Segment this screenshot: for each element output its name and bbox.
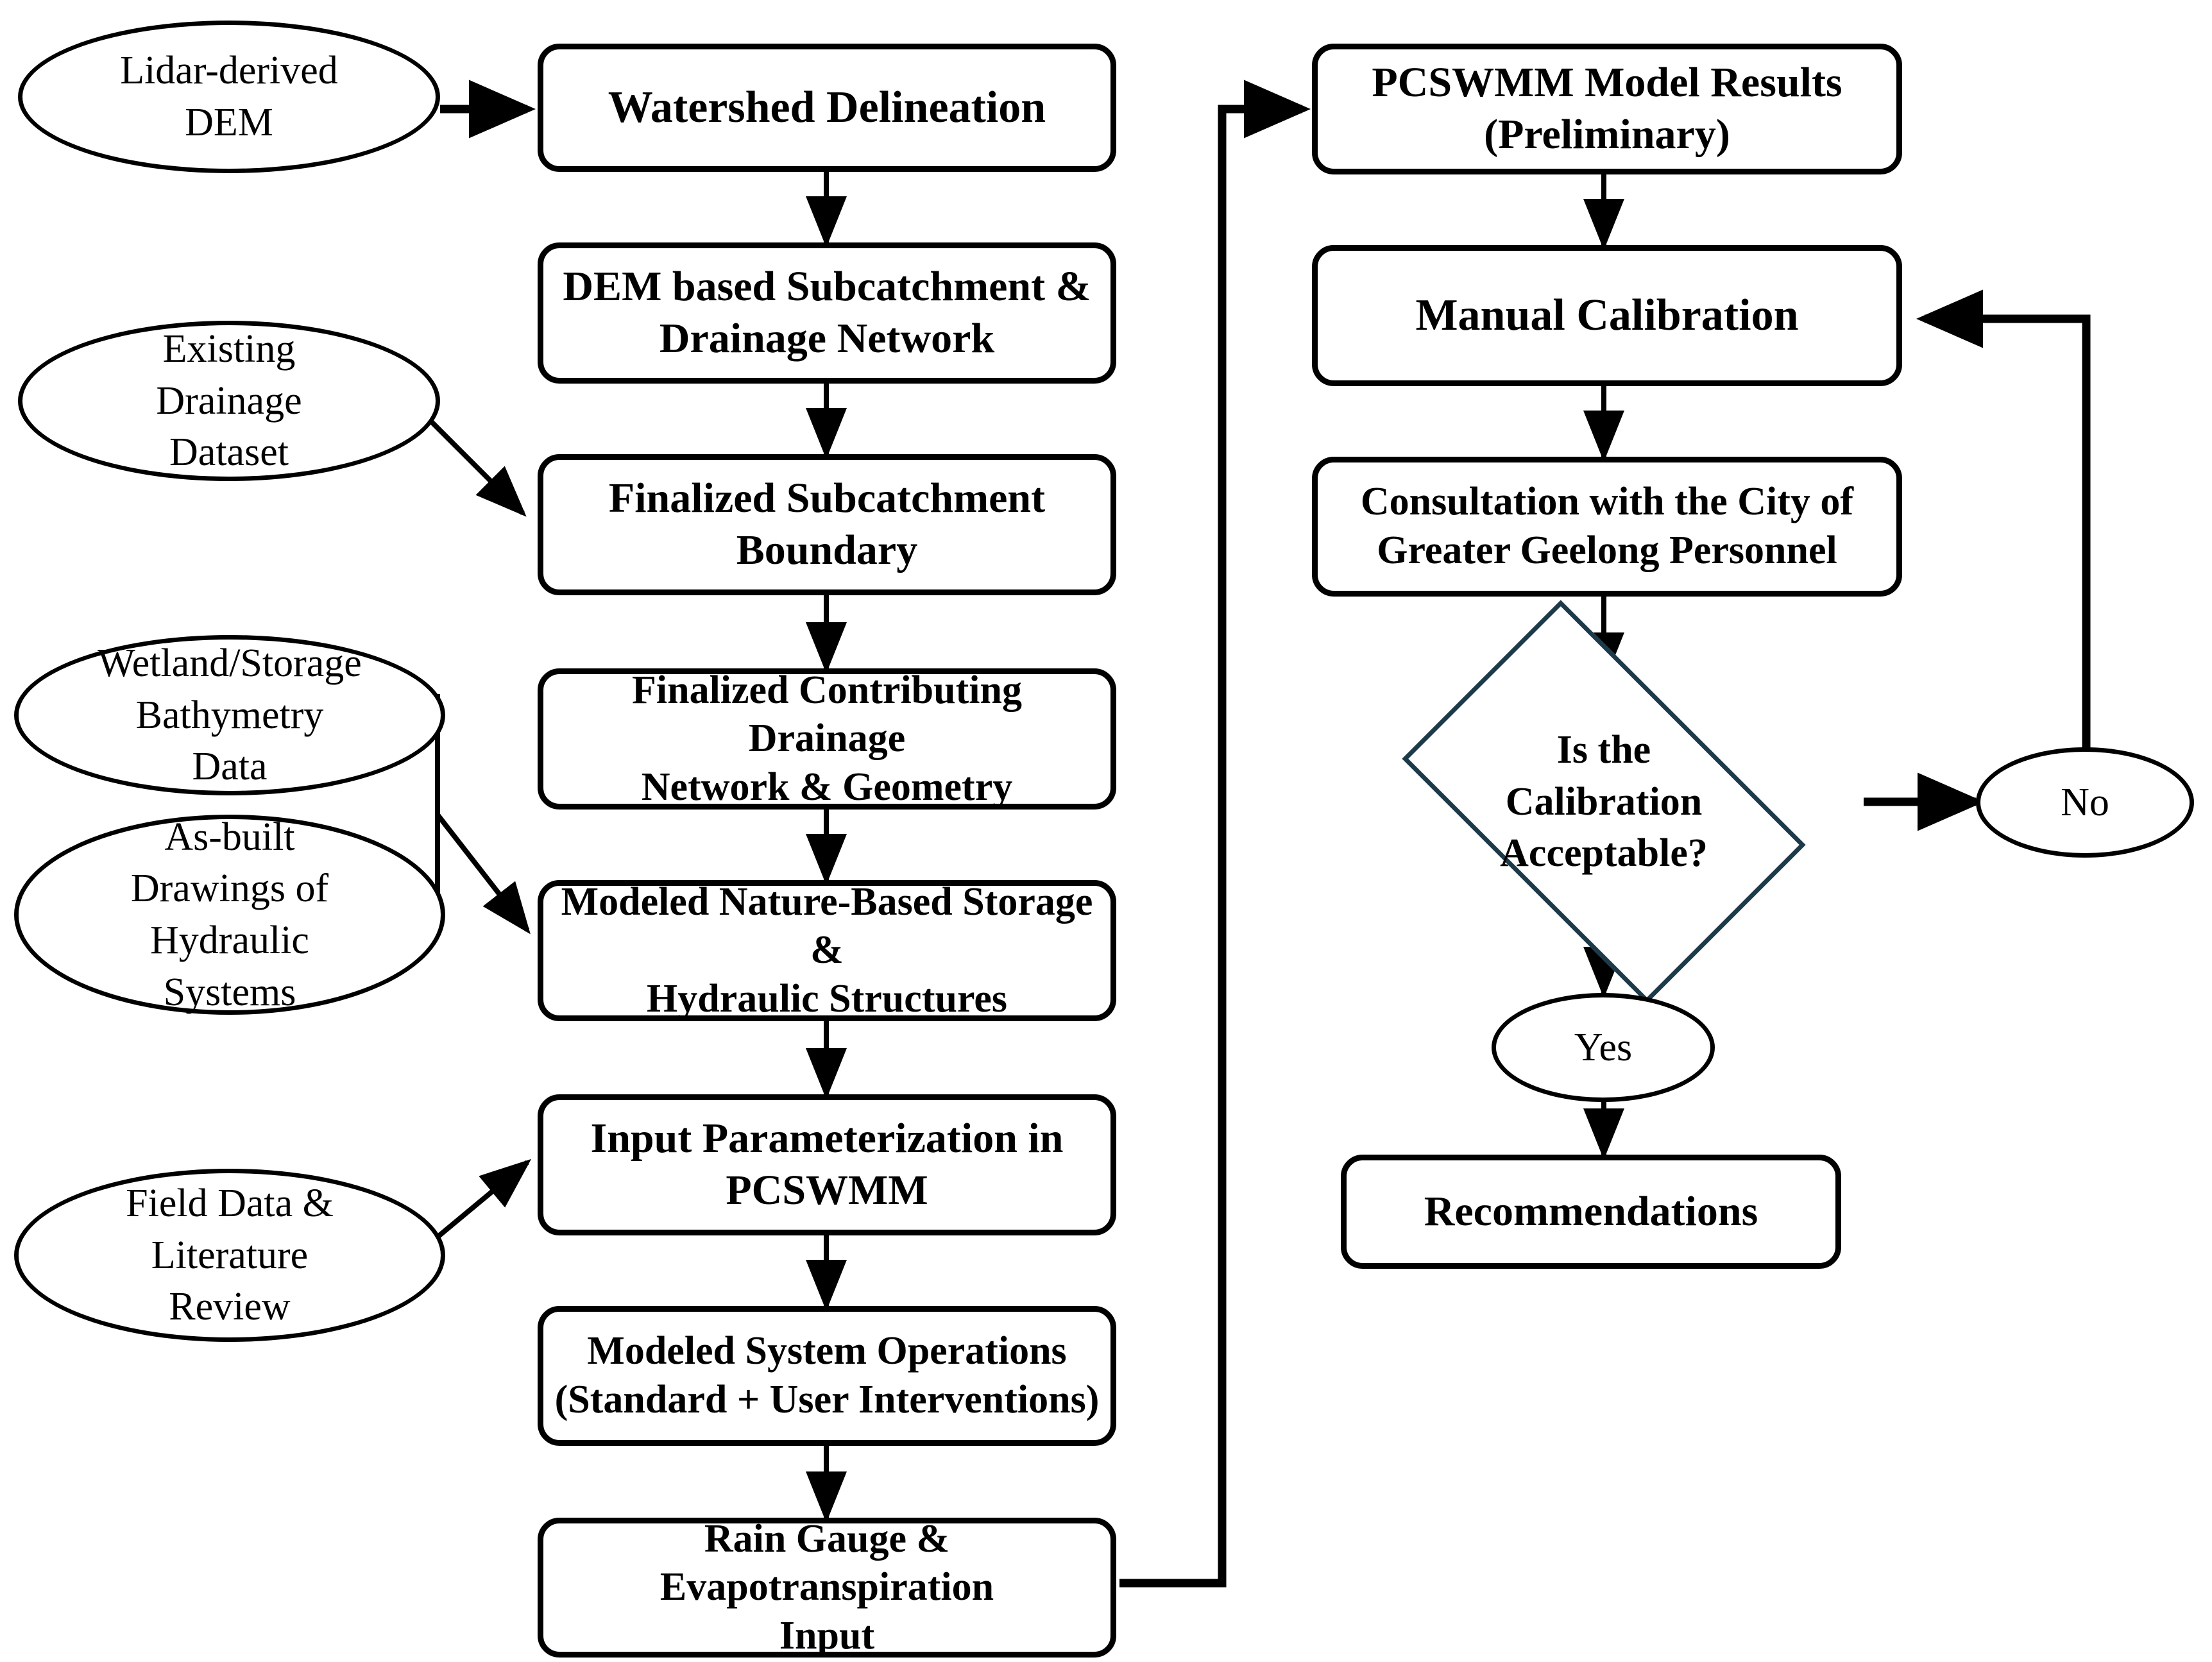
diamond-label: Is the Calibration Acceptable? (1431, 690, 1777, 914)
process-box-dem-subcatchment[interactable]: DEM based Subcatchment & Drainage Networ… (538, 242, 1116, 384)
box-line-2: Boundary (736, 527, 918, 573)
box-line-1: Modeled Nature-Based Storage & (561, 879, 1093, 972)
input-ellipse-lidar-dem[interactable]: Lidar-derived DEM (18, 21, 440, 173)
input-ellipse-bathymetry[interactable]: Wetland/Storage Bathymetry Data (14, 635, 445, 795)
decision-line-3: Acceptable? (1500, 831, 1708, 876)
input-line-3: Dataset (169, 430, 289, 475)
process-box-rain-gauge-et[interactable]: Rain Gauge & Evapotranspiration Input (538, 1516, 1116, 1658)
edge-raingauge-to-pcswmm (1119, 80, 1311, 1588)
box-line-1: Input Parameterization in (590, 1115, 1064, 1162)
input-line-2: Literature (151, 1233, 309, 1277)
decision-line-1: Is the (1556, 728, 1651, 772)
input-line-1: Field Data & (126, 1182, 334, 1226)
branch-label: Yes (1574, 1025, 1633, 1069)
process-box-modeled-storage[interactable]: Modeled Nature-Based Storage & Hydraulic… (538, 880, 1116, 1021)
input-line-2: Drainage (156, 378, 302, 423)
box-line-1: Manual Calibration (1415, 291, 1799, 341)
input-line-3: Data (192, 745, 268, 789)
box-line-1: PCSWMM Model Results (1372, 59, 1842, 106)
branch-label: No (2061, 780, 2109, 824)
process-box-modeled-operations[interactable]: Modeled System Operations (Standard + Us… (538, 1306, 1116, 1446)
input-line-3: Review (169, 1285, 291, 1329)
branch-ellipse-yes[interactable]: Yes (1492, 993, 1715, 1102)
input-line-2: Drawings of (130, 867, 329, 911)
box-line-2: (Standard + User Interventions) (554, 1378, 1100, 1421)
input-line-2: Bathymetry (135, 693, 324, 737)
input-ellipse-field-data[interactable]: Field Data & Literature Review (14, 1169, 445, 1342)
box-line-2: Greater Geelong Personnel (1377, 529, 1837, 572)
box-line-1: Consultation with the City of (1360, 480, 1854, 524)
input-line-1: Wetland/Storage (98, 641, 362, 686)
box-line-2: Hydraulic Structures (647, 976, 1007, 1021)
decision-line-2: Calibration (1505, 779, 1703, 824)
input-line-1: Existing (162, 327, 296, 371)
box-line-2: Drainage Network (659, 315, 995, 362)
box-line-1: DEM based Subcatchment & (563, 263, 1091, 310)
input-line-4: Systems (163, 970, 296, 1014)
decision-diamond-calibration-acceptable[interactable]: Is the Calibration Acceptable? (1402, 600, 1806, 1004)
process-box-input-parameterization[interactable]: Input Parameterization in PCSWMM (538, 1094, 1116, 1235)
input-ellipse-as-built-drawings[interactable]: As-built Drawings of Hydraulic Systems (14, 815, 445, 1015)
edge-datastores-to-storage (435, 813, 531, 935)
box-line-2: (Preliminary) (1484, 111, 1730, 158)
input-ellipse-existing-drainage[interactable]: Existing Drainage Dataset (18, 321, 440, 481)
process-box-manual-calibration[interactable]: Manual Calibration (1312, 245, 1902, 386)
input-line-2: DEM (185, 101, 273, 144)
branch-ellipse-no[interactable]: No (1976, 747, 2194, 858)
process-box-finalized-network[interactable]: Finalized Contributing Drainage Network … (538, 668, 1116, 810)
box-line-1: Finalized Contributing Drainage (631, 668, 1022, 761)
edge-no-to-calibration (1916, 289, 2091, 767)
box-line-1: Watershed Delineation (608, 83, 1046, 133)
box-line-2: Network & Geometry (641, 765, 1013, 809)
input-line-1: As-built (164, 815, 295, 859)
box-line-1: Modeled System Operations (587, 1329, 1067, 1373)
box-line-2: Input (779, 1613, 875, 1658)
input-line-3: Hydraulic (150, 919, 309, 962)
box-line-1: Rain Gauge & Evapotranspiration (659, 1516, 994, 1609)
input-line-1: Lidar-derived (120, 49, 338, 93)
process-box-pcswmm-results[interactable]: PCSWMM Model Results (Preliminary) (1312, 44, 1902, 174)
box-line-1: Recommendations (1424, 1187, 1758, 1235)
box-line-1: Finalized Subcatchment (608, 475, 1046, 522)
process-box-finalized-subcatchment[interactable]: Finalized Subcatchment Boundary (538, 454, 1116, 595)
process-box-recommendations[interactable]: Recommendations (1341, 1155, 1841, 1269)
process-box-consultation[interactable]: Consultation with the City of Greater Ge… (1312, 457, 1902, 597)
box-line-2: PCSWMM (726, 1167, 928, 1214)
process-box-watershed-delineation[interactable]: Watershed Delineation (538, 44, 1116, 172)
